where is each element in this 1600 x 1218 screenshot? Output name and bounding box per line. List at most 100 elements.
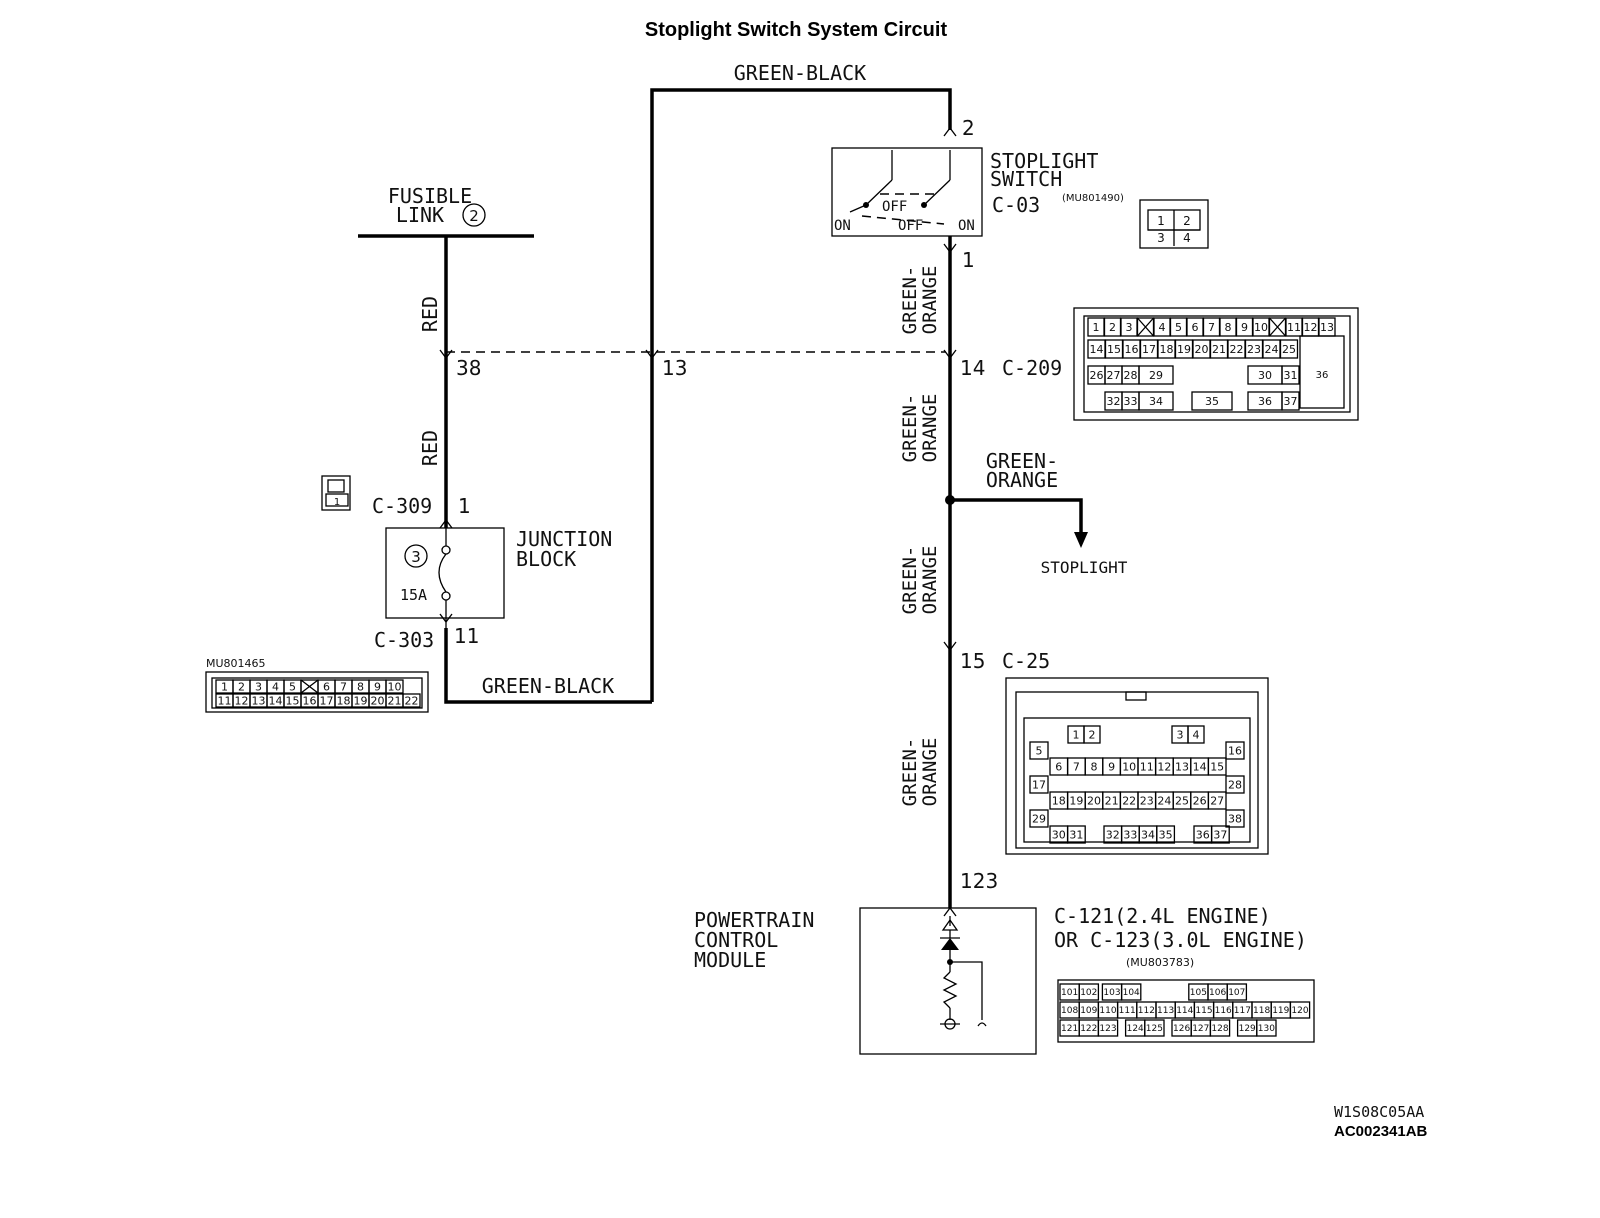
fusible-link-line1: FUSIBLE xyxy=(388,184,472,208)
connector-pin-label: 29 xyxy=(1032,812,1046,825)
connector-pin-cell xyxy=(1144,1019,1165,1037)
connector-pin-cell xyxy=(1066,825,1086,844)
connector-pin-label: 18 xyxy=(337,694,351,707)
connector-pin-label: 24 xyxy=(1157,794,1171,807)
connector-pin-label: 124 xyxy=(1127,1024,1144,1034)
connector-pin-cell xyxy=(402,693,421,708)
connector-pin-label: 102 xyxy=(1080,988,1097,998)
connector-pin-label: 18 xyxy=(1160,343,1174,356)
pcm-label-line3: MODULE xyxy=(694,948,766,972)
connector-pin-label: 16 xyxy=(1125,343,1139,356)
switch-off-upper: OFF xyxy=(882,199,907,215)
connector-pin-label: 2 xyxy=(1089,728,1096,741)
connector-pin-label: 4 xyxy=(1193,728,1200,741)
connector-pin-cell xyxy=(1279,339,1299,359)
wire-label-red-upper: RED xyxy=(418,296,442,332)
connector-pin-cell xyxy=(1207,791,1227,810)
connector-pin-label: 34 xyxy=(1149,395,1163,408)
wire-green-black-top xyxy=(650,88,952,702)
fuse-element-icon xyxy=(438,553,447,593)
connector-pin-label: 1 xyxy=(221,680,228,693)
connector-pin-label: 13 xyxy=(252,694,266,707)
connector-pin-cell xyxy=(1083,725,1101,744)
connector-pin-label: 37 xyxy=(1213,828,1227,841)
wire-branch-stoplight xyxy=(950,498,1083,536)
connector-pin-label: 8 xyxy=(1091,760,1098,773)
connector-pin-label: 36 xyxy=(1196,828,1210,841)
connector-pin-label: 130 xyxy=(1258,1024,1275,1034)
connector-pin-label: 30 xyxy=(1258,369,1272,382)
connector-pin-label: 35 xyxy=(1205,395,1219,408)
switch-right-contact xyxy=(921,202,927,208)
connector-pin-cell xyxy=(1191,391,1233,411)
stoplight-arrow-icon xyxy=(1074,532,1088,548)
connector-pin-label: 6 xyxy=(323,680,330,693)
connector-pin-label: 22 xyxy=(1230,343,1244,356)
connector-pin-label: 9 xyxy=(1241,321,1248,334)
switch-connector-label: C-03 xyxy=(992,193,1040,217)
connector-pin-cell xyxy=(1225,775,1245,794)
connector-pin-label: 19 xyxy=(1069,794,1083,807)
connector-pin-label: 9 xyxy=(1108,760,1115,773)
connector-pin-label: 126 xyxy=(1173,1024,1190,1034)
connector-c309-label: C-309 xyxy=(372,494,432,518)
connector-pin-label: 27 xyxy=(1107,369,1121,382)
connector-pin-blank xyxy=(300,679,319,694)
connector-pin-label: 29 xyxy=(1149,369,1163,382)
connector-pin-label: 106 xyxy=(1209,988,1226,998)
connector-pin-cell xyxy=(1256,1019,1277,1037)
svg-text:2: 2 xyxy=(1183,214,1191,228)
pin-switch-1: 1 xyxy=(962,248,975,272)
connector-c25-label: C-25 xyxy=(1002,649,1050,673)
switch-part-number: (MU801490) xyxy=(1062,193,1124,204)
branch-label-line1: GREEN- xyxy=(986,449,1058,473)
wire-label-red-lower: RED xyxy=(418,430,442,466)
connector-pin-label: 15 xyxy=(1107,343,1121,356)
connector-pin-label: 107 xyxy=(1228,988,1245,998)
connector-pin-label: 37 xyxy=(1284,395,1298,408)
diagram-title: Stoplight Switch System Circuit xyxy=(645,19,948,41)
fuse-number-circle xyxy=(404,544,428,568)
connector-pin-label: 120 xyxy=(1291,1006,1308,1016)
connector-pin-label: 2 xyxy=(238,680,245,693)
switch-on-right: ON xyxy=(958,218,975,234)
connector-pin-cell xyxy=(1226,983,1248,1001)
connector-pin-cell xyxy=(1120,983,1142,1001)
connector-pin-label: 31 xyxy=(1284,369,1298,382)
connector-pin-cell xyxy=(1209,1019,1231,1037)
connector-pin-label: 20 xyxy=(1195,343,1209,356)
svg-text:36: 36 xyxy=(1316,370,1329,381)
connector-pin-label: 6 xyxy=(1055,760,1062,773)
connector-pin-label: 125 xyxy=(1146,1024,1163,1034)
connector-pin-label: 104 xyxy=(1123,988,1140,998)
connector-pin-cell xyxy=(1078,983,1100,1001)
junction-block-line2: BLOCK xyxy=(516,547,576,571)
connector-pin-label: 127 xyxy=(1192,1024,1209,1034)
connector-pin-label: 11 xyxy=(1287,321,1301,334)
green-orange-label-4: GREEN- ORANGE xyxy=(899,738,941,807)
connector-pin-label: 3 xyxy=(255,680,262,693)
connector-pin-cell xyxy=(1029,809,1049,828)
connector-pin-label: 5 xyxy=(1036,744,1043,757)
connector-pin-label: 21 xyxy=(388,694,402,707)
connector-pin-label: 26 xyxy=(1193,794,1207,807)
connector-pin-label: 7 xyxy=(1208,321,1215,334)
fusible-link-number-circle xyxy=(462,203,486,227)
pin-14: 14 xyxy=(960,356,985,380)
svg-text:3: 3 xyxy=(1157,231,1165,245)
connector-pin-label: 8 xyxy=(1225,321,1232,334)
svg-text:GREEN-: GREEN- xyxy=(899,266,921,335)
branch-label-line2: ORANGE xyxy=(986,468,1058,492)
splice-dot xyxy=(945,495,955,505)
switch-on-left: ON xyxy=(834,218,851,234)
connector-pin-label: 36 xyxy=(1258,395,1272,408)
connector-pin-label: 111 xyxy=(1119,1006,1136,1016)
pcm-connector-line1: C-121(2.4L ENGINE) xyxy=(1054,904,1271,928)
connector-pin-label: 103 xyxy=(1103,988,1120,998)
connector-pin-label: 17 xyxy=(1032,778,1046,791)
connector-pin-cell xyxy=(1097,1019,1119,1037)
connector-pin-label: 26 xyxy=(1090,369,1104,382)
connector-pin-label: 4 xyxy=(1159,321,1166,334)
